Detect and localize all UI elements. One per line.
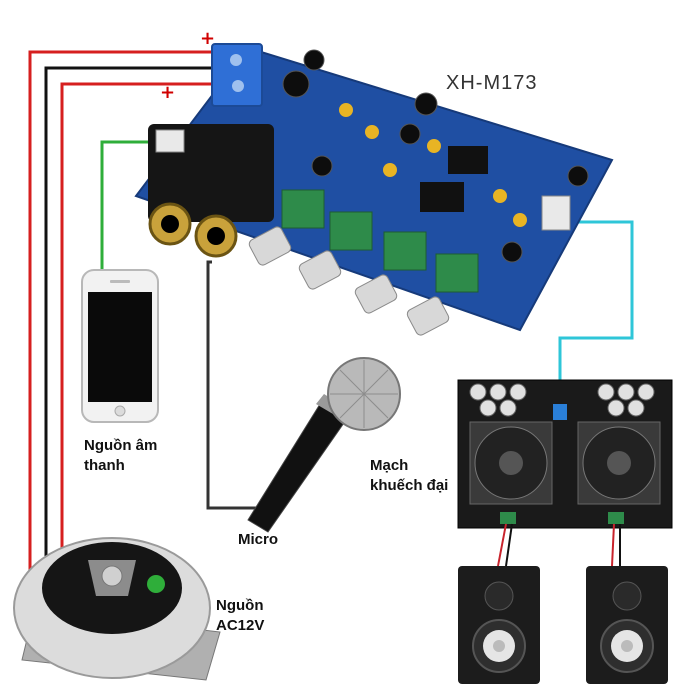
audio-source-label: Nguồn âm thanh [84, 436, 157, 476]
phone-screen [88, 292, 152, 402]
output-connector [541, 195, 571, 231]
knob-4 [406, 253, 479, 336]
microphone-label: Micro [238, 531, 279, 548]
ic-chip-2 [420, 182, 464, 212]
power-supply-label-line-2: AC12V [216, 617, 265, 634]
knob-1 [248, 189, 325, 266]
knob-3 [354, 231, 427, 314]
board-model-label: XH-M173 [446, 72, 538, 94]
aux-connector [155, 129, 185, 153]
amplifier-label: Mạch khuếch đại [370, 456, 448, 496]
amplifier-link-wire [558, 220, 634, 408]
speaker-right [586, 566, 668, 684]
speaker-wires [497, 523, 621, 567]
amplifier-board [457, 379, 673, 529]
audio-source-label-line-1: Nguồn âm [84, 437, 158, 454]
power-terminal-plus-bottom: + [160, 82, 176, 103]
audio-source-label-line-2: thanh [84, 457, 125, 474]
microphone-wire [206, 260, 262, 510]
power-terminal-plus-top: + [200, 28, 216, 49]
phone [81, 269, 159, 423]
audio-source-wire [100, 140, 168, 272]
capacitors [282, 49, 589, 263]
microphone-handle [247, 403, 347, 533]
toroidal-transformer [13, 537, 221, 681]
power-wires [28, 50, 248, 600]
microphone [247, 357, 401, 533]
power-wire-positive-inner [60, 82, 248, 550]
ic-chip-1 [448, 146, 488, 174]
knob-2 [298, 211, 373, 290]
power-wire-positive-outer [28, 50, 248, 600]
ceramic-capacitors [339, 103, 527, 227]
fan-right [577, 421, 661, 505]
fan-left [469, 421, 553, 505]
speaker-left [458, 566, 540, 684]
amplifier-label-line-1: Mạch [370, 457, 409, 474]
power-wire-negative [44, 66, 248, 560]
power-terminal-block [211, 43, 263, 107]
amplifier-capacitors [469, 383, 655, 417]
amplifier-label-line-2: khuếch đại [370, 477, 449, 494]
amplifier-input-connector [553, 404, 567, 420]
preamp-board [134, 43, 614, 336]
power-supply-label: Nguồn AC12V [216, 596, 264, 636]
power-terminal-minus: − [176, 58, 192, 79]
transformer-label-sticker [147, 575, 165, 593]
power-supply-label-line-1: Nguồn [216, 597, 264, 614]
